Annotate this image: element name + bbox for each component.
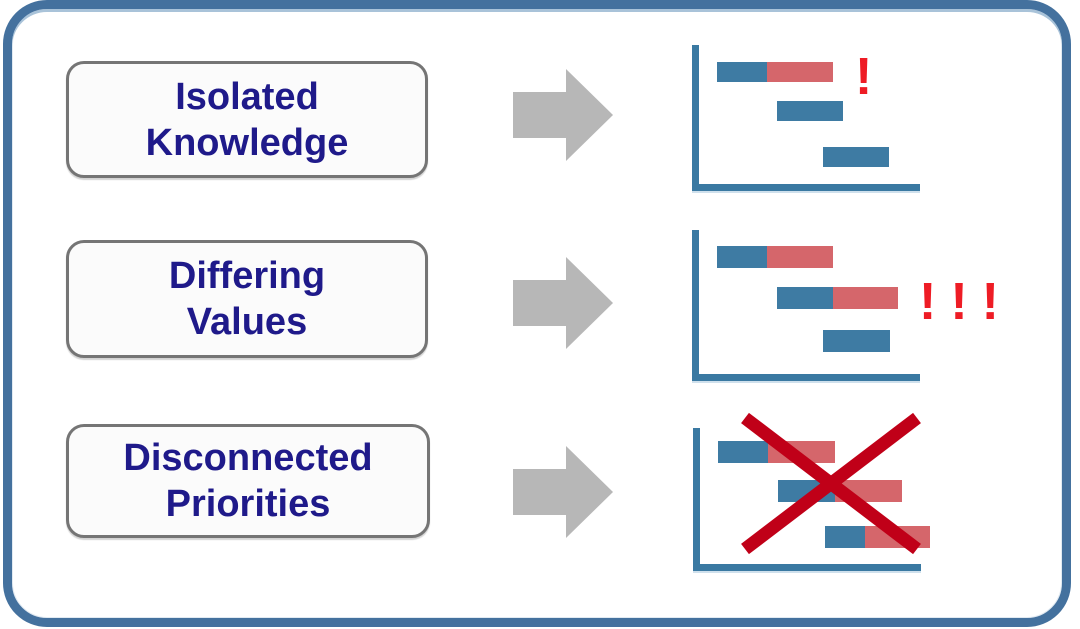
right-arrow-icon — [513, 257, 613, 349]
blue-task-bar — [777, 101, 843, 121]
y-axis — [693, 428, 700, 573]
right-arrow-icon — [513, 446, 613, 538]
label-line: Priorities — [165, 483, 331, 525]
blue-task-bar — [717, 246, 767, 268]
y-axis — [692, 45, 699, 193]
red-cross-x-mark — [741, 412, 921, 555]
blue-task-bar — [823, 330, 890, 352]
outer-frame — [3, 0, 1071, 627]
label-line: Isolated — [175, 75, 319, 118]
red-task-bar — [767, 246, 833, 268]
x-axis — [692, 374, 920, 383]
x-axis — [692, 184, 920, 193]
x-axis — [693, 564, 921, 573]
arrow-shaft — [513, 92, 566, 138]
red-task-bar — [767, 62, 833, 82]
label-line: Values — [186, 301, 308, 343]
arrow-head — [566, 69, 613, 161]
warning-exclamation: ! — [855, 48, 873, 106]
arrow-shaft — [513, 469, 566, 515]
blue-task-bar — [717, 62, 767, 82]
gantt-chart-disconnected-priorities — [693, 412, 930, 573]
gantt-chart-isolated-knowledge: ! — [692, 45, 922, 193]
label-box-isolated-knowledge: Isolated Knowledge — [66, 61, 428, 178]
right-arrow-icon — [513, 69, 613, 161]
red-task-bar — [833, 287, 898, 309]
blue-task-bar — [823, 147, 889, 167]
blue-task-bar — [825, 526, 865, 548]
label-line: Knowledge — [145, 121, 349, 164]
arrow-head — [566, 257, 613, 349]
y-axis — [692, 230, 699, 383]
label-box-differing-values: Differing Values — [66, 240, 428, 358]
arrow-head — [566, 446, 613, 538]
blue-task-bar — [718, 441, 768, 463]
arrow-shaft — [513, 280, 566, 326]
blue-task-bar — [777, 287, 833, 309]
gantt-chart-differing-values: !!! — [692, 230, 999, 383]
warning-exclamations: !!! — [919, 273, 1013, 331]
label-line: Disconnected — [123, 437, 373, 479]
label-line: Differing — [168, 255, 326, 297]
label-box-disconnected-priorities: Disconnected Priorities — [66, 424, 430, 538]
